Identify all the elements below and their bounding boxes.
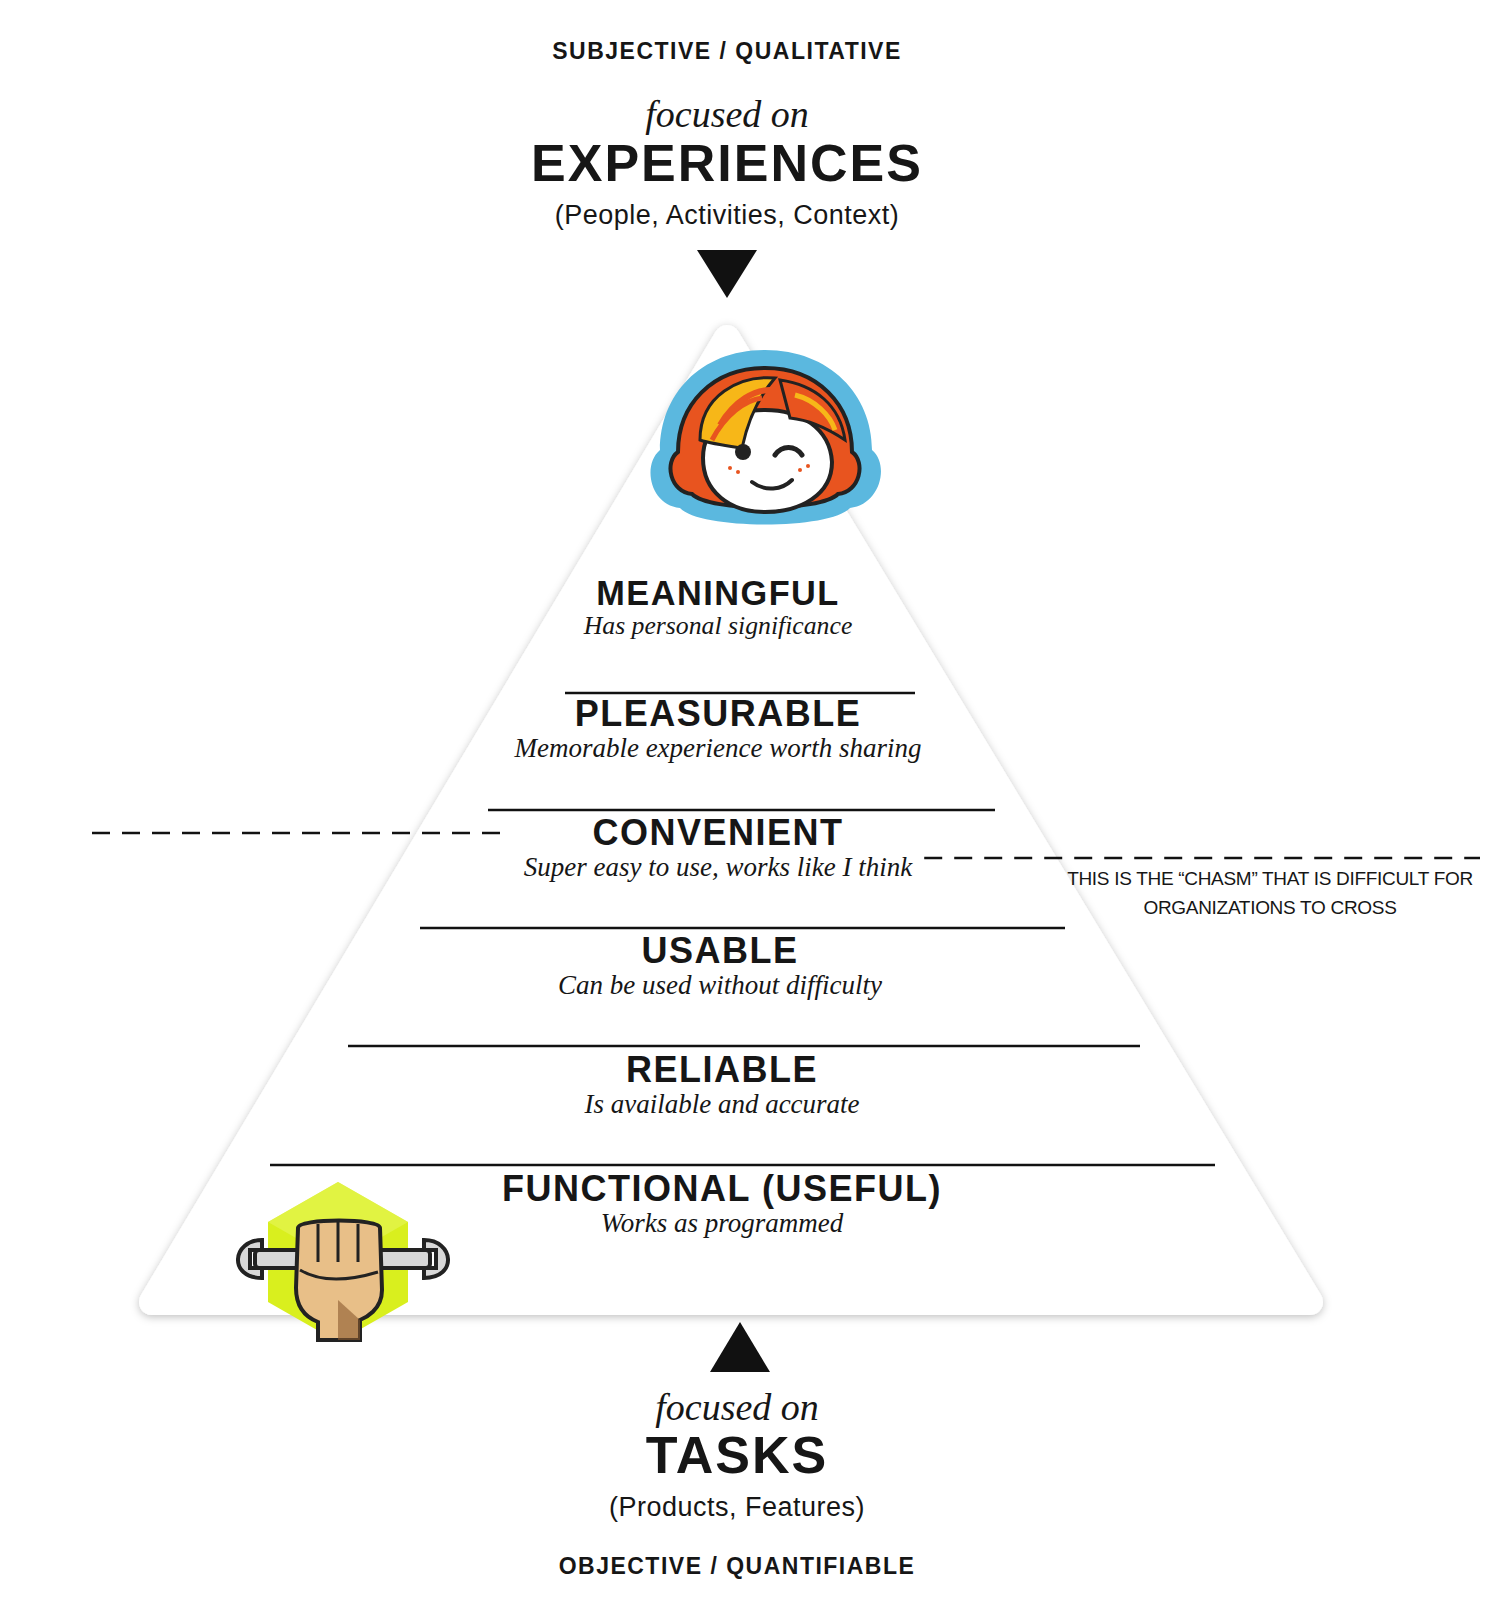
- pyramid-band: USABLECan be used without difficulty: [558, 932, 882, 1001]
- focus-caption: focused on: [645, 92, 809, 136]
- axis-label: SUBJECTIVE / QUALITATIVE: [552, 38, 902, 65]
- task-wrench-icon: [238, 1182, 448, 1342]
- up-arrow: [710, 1322, 770, 1372]
- pyramid-band: PLEASURABLEMemorable experience worth sh…: [514, 695, 921, 764]
- band-description: Super easy to use, works like I think: [524, 852, 912, 883]
- chasm-note: THIS IS THE “CHASM” THAT IS DIFFICULT FO…: [1060, 864, 1480, 923]
- axis-label: OBJECTIVE / QUANTIFIABLE: [559, 1553, 916, 1580]
- band-separators: [270, 693, 1215, 1165]
- band-heading: MEANINGFUL: [584, 575, 853, 611]
- focus-examples: (Products, Features): [609, 1492, 865, 1523]
- band-description: Works as programmed: [502, 1208, 942, 1239]
- band-description: Has personal significance: [584, 611, 853, 641]
- band-heading: RELIABLE: [584, 1051, 859, 1089]
- focus-caption: focused on: [655, 1385, 819, 1429]
- experience-face-icon: [650, 350, 880, 525]
- pyramid-band: MEANINGFULHas personal significance: [584, 575, 853, 641]
- band-description: Is available and accurate: [584, 1089, 859, 1120]
- pyramid-band: CONVENIENTSuper easy to use, works like …: [524, 814, 912, 883]
- band-description: Memorable experience worth sharing: [514, 733, 921, 764]
- band-heading: USABLE: [558, 932, 882, 970]
- band-heading: PLEASURABLE: [514, 695, 921, 733]
- pyramid-outline: [152, 338, 1310, 1302]
- focus-examples: (People, Activities, Context): [555, 200, 900, 231]
- down-arrow: [697, 250, 757, 298]
- band-heading: FUNCTIONAL (USEFUL): [502, 1170, 942, 1208]
- band-heading: CONVENIENT: [524, 814, 912, 852]
- focus-heading: EXPERIENCES: [531, 133, 923, 193]
- pyramid-band: FUNCTIONAL (USEFUL)Works as programmed: [502, 1170, 942, 1239]
- focus-heading: TASKS: [646, 1425, 828, 1485]
- band-description: Can be used without difficulty: [558, 970, 882, 1001]
- pyramid-band: RELIABLEIs available and accurate: [584, 1051, 859, 1120]
